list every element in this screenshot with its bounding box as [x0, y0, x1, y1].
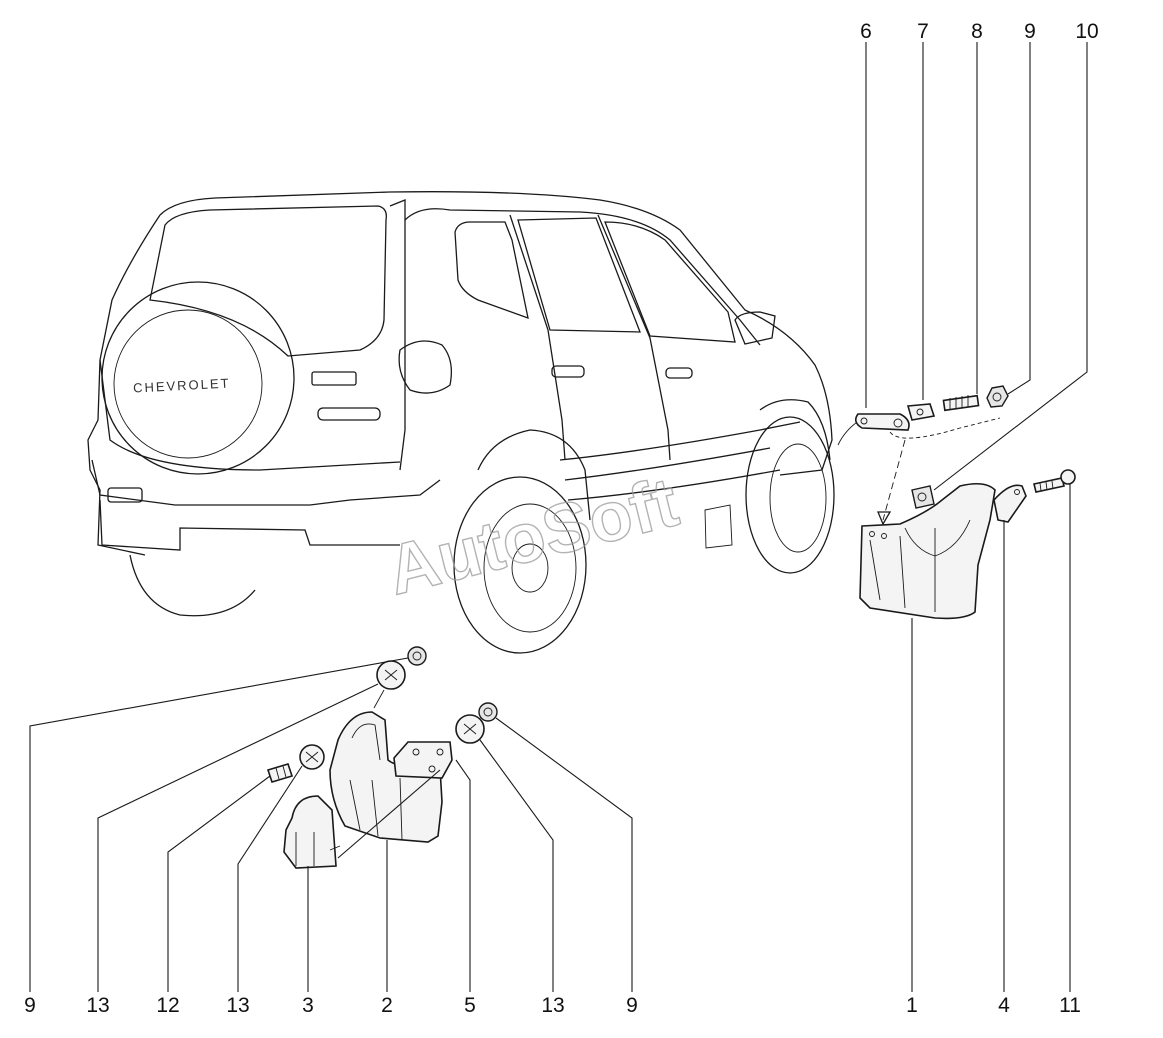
vehicle-illustration: CHEVROLET — [87, 191, 861, 654]
part-10-clip — [911, 485, 935, 509]
right-mudflap-assembly — [859, 469, 1076, 620]
callout-9-right: 9 — [626, 994, 638, 1017]
left-mudflap-assembly — [266, 646, 498, 869]
callout-5: 5 — [464, 994, 476, 1017]
callout-4: 4 — [998, 994, 1010, 1017]
callout-9-top: 9 — [1024, 20, 1036, 43]
callout-1: 1 — [906, 994, 918, 1017]
upper-hardware-group — [854, 385, 1009, 526]
callout-13-c: 13 — [541, 994, 564, 1017]
part-12-bolt — [266, 763, 294, 783]
callout-9-left: 9 — [24, 994, 36, 1017]
watermark-text: AutoSoft — [380, 462, 686, 609]
callout-6: 6 — [860, 20, 872, 43]
callout-labels: 6 7 8 9 10 9 13 12 13 3 2 5 13 9 1 4 11 — [24, 20, 1099, 1017]
callout-7: 7 — [917, 20, 929, 43]
part-9-nut-right — [478, 702, 498, 722]
part-1-mudflap — [859, 482, 996, 620]
part-11-screw — [1033, 469, 1076, 493]
part-5-bracket — [393, 741, 453, 779]
part-7-plate — [906, 403, 936, 421]
callout-13-a: 13 — [86, 994, 109, 1017]
leader-lines — [29, 42, 1088, 992]
part-8-bolt — [942, 394, 980, 412]
part-6-bracket — [854, 413, 910, 431]
part-13-washer-left — [299, 744, 325, 770]
part-13-washer-right — [455, 714, 485, 744]
callout-2: 2 — [381, 994, 393, 1017]
callout-11: 11 — [1059, 994, 1081, 1017]
callout-10: 10 — [1075, 20, 1098, 43]
spare-wheel-badge: CHEVROLET — [133, 375, 231, 395]
part-4-bracket — [993, 484, 1027, 523]
callout-13-b: 13 — [226, 994, 249, 1017]
callout-3: 3 — [302, 994, 314, 1017]
part-13-washer-upper — [376, 660, 406, 690]
part-3-bracket — [283, 795, 341, 869]
part-9-nut — [986, 385, 1009, 408]
callout-8: 8 — [971, 20, 983, 43]
part-9-nut-left — [407, 646, 427, 666]
callout-12: 12 — [156, 994, 179, 1017]
